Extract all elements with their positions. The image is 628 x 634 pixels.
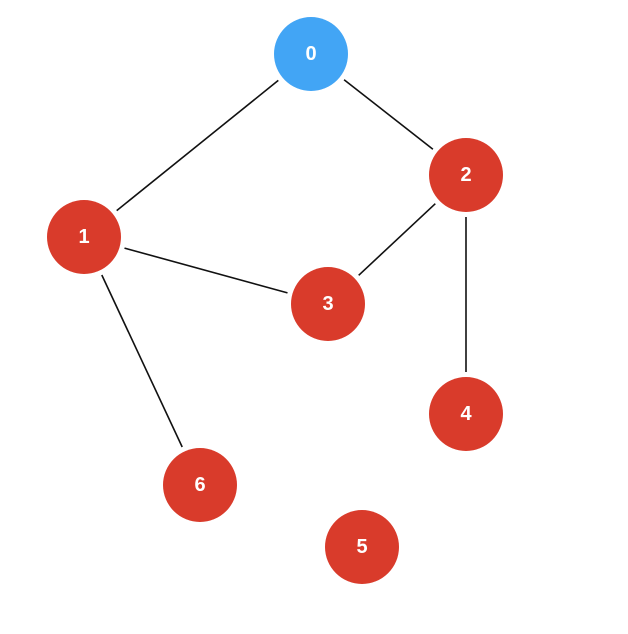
node-circle-6 — [163, 448, 237, 522]
node-label-3: 3 — [322, 293, 333, 315]
edge-0-2 — [343, 79, 434, 150]
nodes-layer: 0 1 2 3 4 5 6 — [47, 17, 503, 584]
edge-0-1 — [116, 79, 279, 212]
node-label-4: 4 — [460, 403, 472, 425]
node-6: 6 — [163, 448, 237, 522]
node-circle-5 — [325, 510, 399, 584]
edge-2-3 — [358, 203, 436, 276]
edge-1-3 — [124, 247, 288, 294]
node-3: 3 — [291, 267, 365, 341]
node-label-6: 6 — [194, 474, 205, 496]
node-circle-4 — [429, 377, 503, 451]
node-2: 2 — [429, 138, 503, 212]
node-0: 0 — [274, 17, 348, 91]
node-circle-1 — [47, 200, 121, 274]
node-label-5: 5 — [356, 536, 367, 558]
edges-layer — [101, 79, 467, 448]
node-circle-2 — [429, 138, 503, 212]
node-circle-3 — [291, 267, 365, 341]
node-circle-0 — [274, 17, 348, 91]
node-1: 1 — [47, 200, 121, 274]
node-4: 4 — [429, 377, 503, 451]
node-label-0: 0 — [305, 43, 316, 65]
node-label-2: 2 — [460, 164, 471, 186]
edge-1-6 — [101, 274, 183, 448]
node-label-1: 1 — [78, 226, 89, 248]
node-5: 5 — [325, 510, 399, 584]
